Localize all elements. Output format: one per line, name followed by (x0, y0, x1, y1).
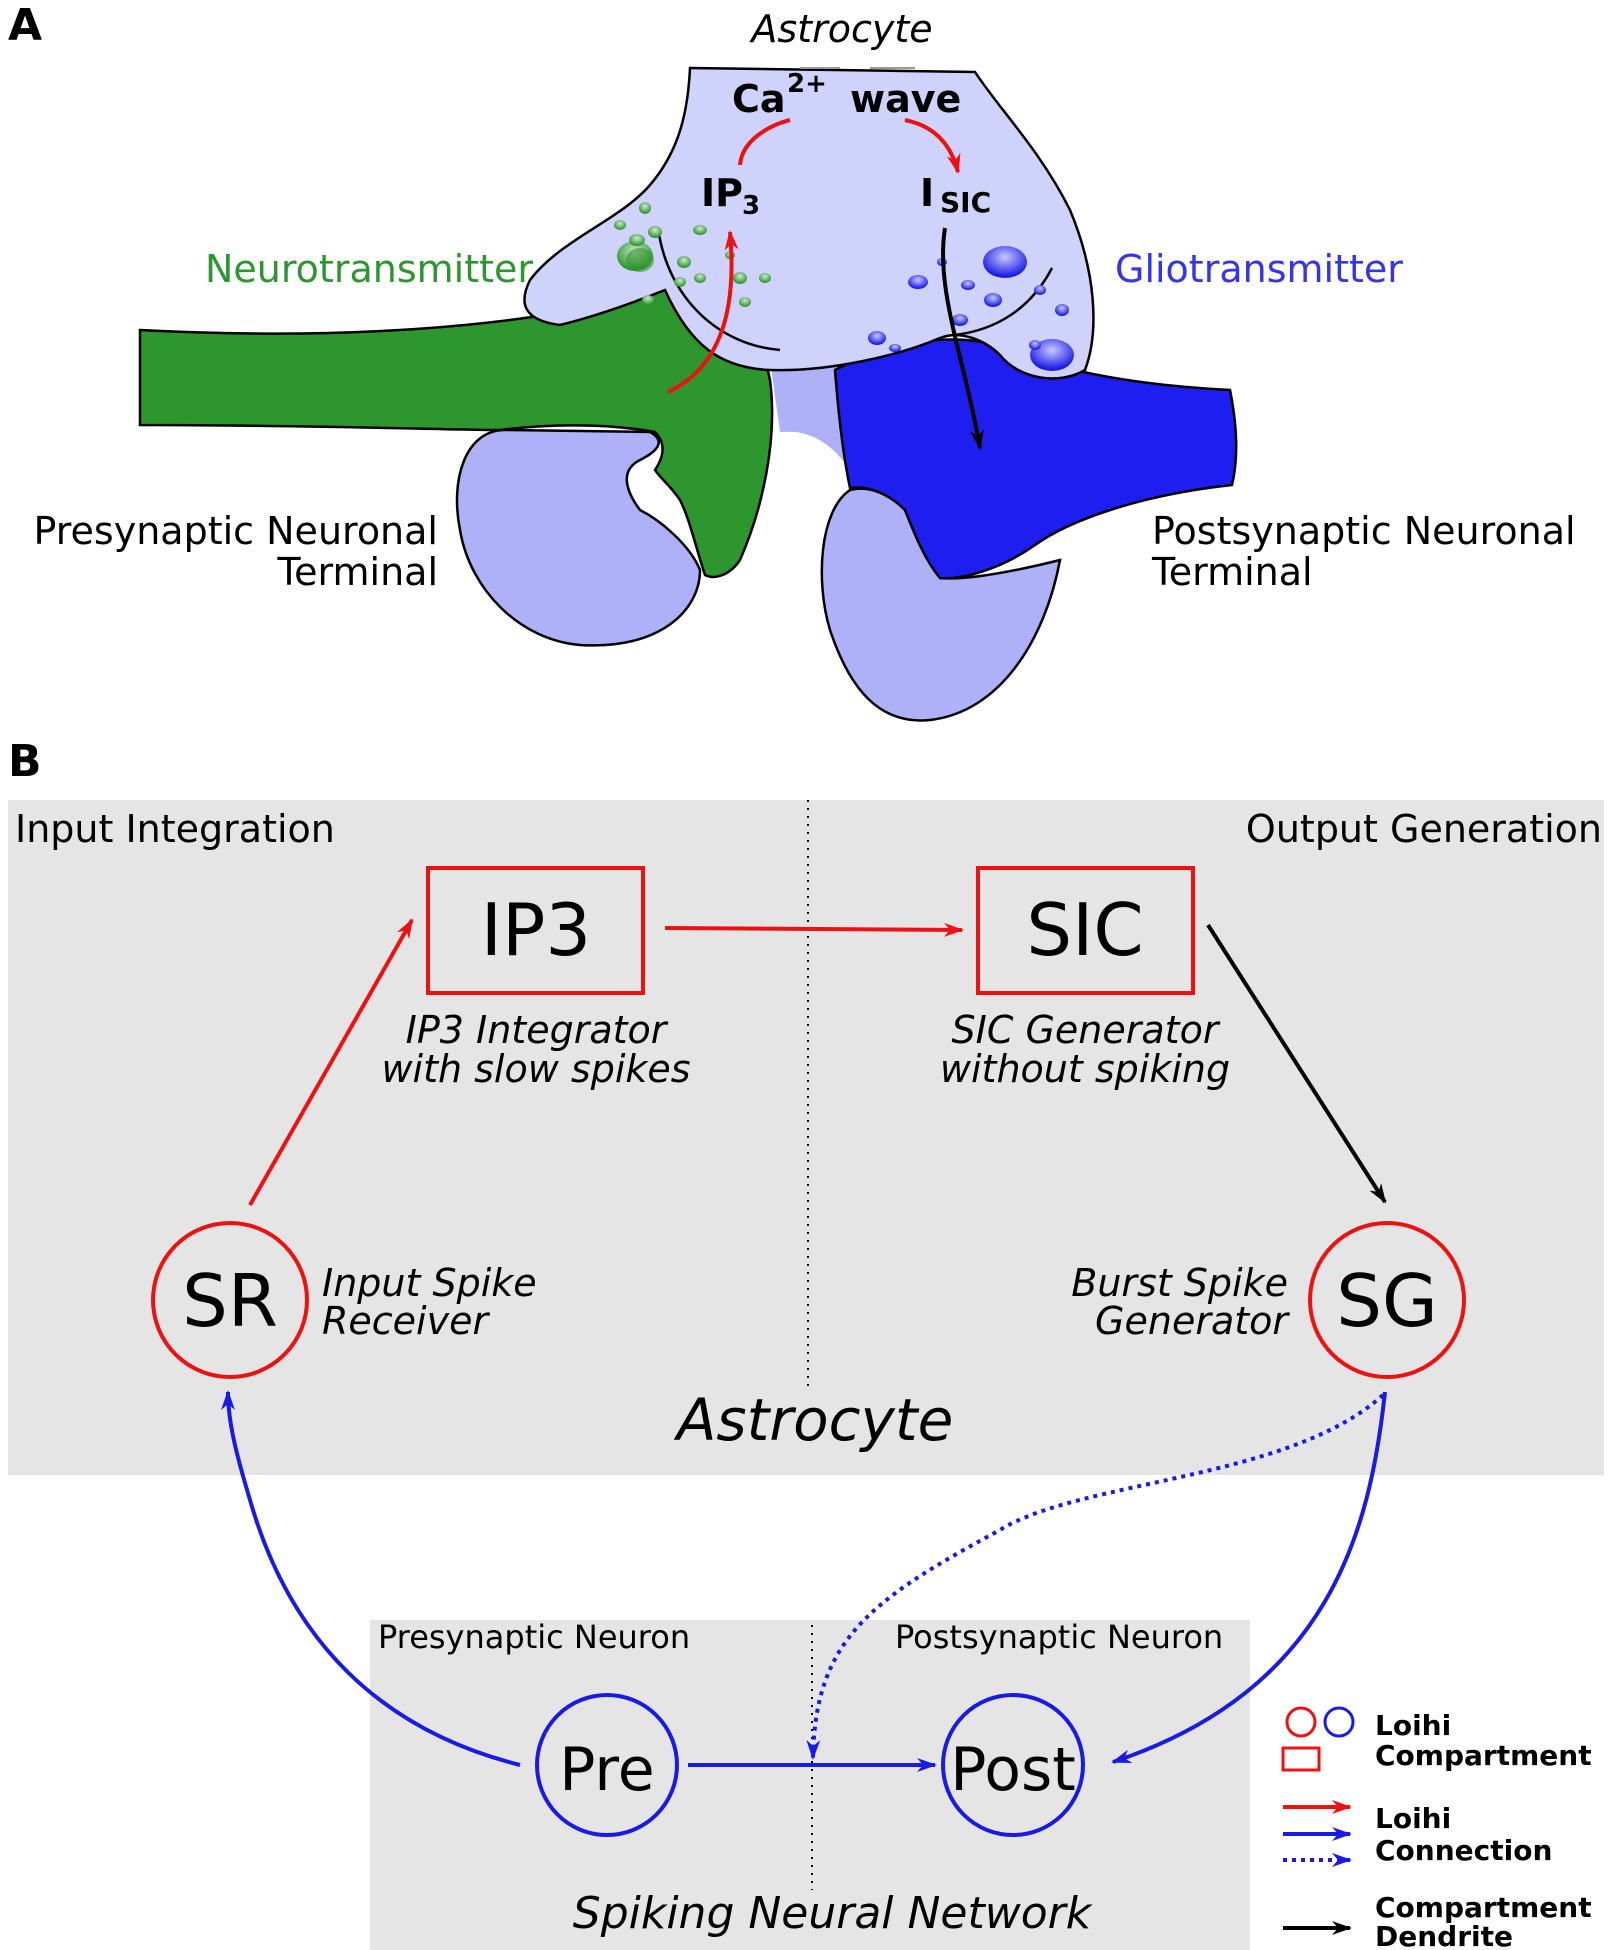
astrocyte-label: Astrocyte (748, 7, 932, 51)
sr-description-line2: Receiver (322, 1299, 490, 1343)
presynaptic-bulb (455, 428, 702, 647)
legend-connection-line1: Loihi (1375, 1802, 1451, 1835)
legend-red-circle-icon (1285, 1706, 1317, 1738)
sic-compartment (976, 866, 1195, 995)
vesicle (1030, 339, 1074, 371)
snn-panel-title: Spiking Neural Network (573, 1888, 1093, 1939)
vesicle (868, 331, 886, 345)
vesicle (629, 234, 645, 246)
input-integration-label: Input Integration (15, 807, 335, 851)
vesicle (674, 277, 686, 287)
vesicle (952, 314, 968, 326)
ca-label: Ca (732, 77, 786, 121)
postsynaptic-terminal-label-line2: Terminal (1151, 550, 1313, 594)
neurotransmitter-label: Neurotransmitter (205, 247, 533, 291)
ip3-compartment (426, 866, 645, 995)
vesicle (1029, 340, 1041, 350)
vesicle (908, 275, 928, 289)
sr-description-line1: Input Spike (322, 1261, 537, 1305)
legend-blue-circle-icon (1323, 1706, 1355, 1738)
ip3-label: IP (701, 171, 743, 215)
legend-dendrite-line2: Dendrite (1375, 1920, 1513, 1950)
presynaptic-terminal-label-line2: Terminal (276, 550, 438, 594)
neurotransmitter-vesicles (614, 202, 771, 307)
pre-neuron-label: Pre (559, 1735, 654, 1805)
panel-a-label: A (8, 0, 42, 51)
gliotransmitter-label: Gliotransmitter (1115, 247, 1403, 291)
astrocyte-body (523, 66, 1095, 380)
isic-label: I (920, 171, 934, 215)
sic-to-sg-arrow (1206, 923, 1387, 1204)
presynaptic-terminal-label-line1: Presynaptic Neuronal (34, 509, 438, 553)
vesicle (733, 272, 747, 284)
vesicle (984, 293, 1002, 307)
vesicle (677, 256, 691, 268)
wave-to-isic-arrow (904, 118, 961, 174)
postsynaptic-neuron-label: Postsynaptic Neuron (895, 1618, 1223, 1656)
panel-a: A (8, 0, 1576, 722)
postsynaptic-membrane (954, 267, 1054, 337)
ca-superscript: 2+ (787, 69, 827, 99)
sg-compartment-label: SG (1336, 1259, 1438, 1343)
panel-b: B Input Integration Output Generation IP… (8, 736, 1604, 1950)
legend-compartment-line1: Loihi (1375, 1709, 1451, 1742)
ip3-to-sic-arrow (664, 922, 964, 937)
astrocyte-panel-title: Astrocyte (673, 1386, 954, 1454)
sg-description-line2: Generator (1095, 1299, 1290, 1343)
sg-description-line1: Burst Spike (1071, 1261, 1288, 1305)
sic-description-line1: SIC Generator (952, 1008, 1221, 1052)
legend-connection-line2: Connection (1375, 1834, 1552, 1867)
wave-label: wave (850, 77, 961, 121)
ip3-description-line2: with slow spikes (381, 1047, 690, 1091)
vesicle (739, 297, 751, 307)
vesicle (639, 202, 651, 214)
vesicle (983, 246, 1027, 278)
sic-description-line2: without spiking (940, 1047, 1230, 1091)
postsynaptic-terminal-label-line1: Postsynaptic Neuronal (1152, 509, 1576, 553)
vesicle (961, 280, 975, 290)
sr-compartment (151, 1221, 309, 1379)
gliotransmitter-vesicles (868, 246, 1074, 371)
presynaptic-membrane (656, 227, 781, 352)
sr-to-ip3-arrow (248, 918, 414, 1206)
vesicle (614, 220, 626, 230)
ip3-compartment-label: IP3 (481, 888, 591, 972)
post-neuron-label: Post (950, 1735, 1076, 1805)
sr-compartment-label: SR (182, 1259, 278, 1343)
legend: Loihi Compartment Loihi Connection Compa… (1281, 1706, 1592, 1950)
neurotransmitter-to-ip3-arrow (667, 230, 739, 394)
presynaptic-neuron-label: Presynaptic Neuron (378, 1618, 690, 1656)
legend-dendrite-line1: Compartment (1375, 1891, 1592, 1924)
legend-red-square-icon (1281, 1746, 1321, 1772)
vesicle (694, 273, 706, 283)
vesicle (759, 273, 771, 283)
ip3-description-line1: IP3 Integrator (406, 1008, 669, 1052)
isic-subscript: SIC (940, 186, 991, 219)
synaptic-cleft (770, 360, 850, 470)
ca-to-ip3-arrow (738, 118, 791, 166)
vesicle (642, 295, 654, 305)
vesicle (1055, 304, 1069, 316)
panel-b-label: B (8, 736, 42, 787)
vesicle (889, 344, 901, 352)
vesicle (1034, 285, 1046, 295)
vesicle (648, 226, 662, 238)
vesicle (626, 248, 654, 272)
sg-compartment (1308, 1221, 1466, 1379)
sic-compartment-label: SIC (1026, 888, 1143, 972)
ip3-subscript: 3 (742, 191, 760, 221)
post-neuron (941, 1693, 1085, 1837)
snn-panel (370, 1620, 1250, 1950)
pre-neuron (535, 1693, 679, 1837)
isic-to-postsynaptic-arrow (941, 227, 984, 450)
legend-compartment-line2: Compartment (1375, 1739, 1592, 1772)
output-generation-label: Output Generation (1246, 807, 1602, 851)
vesicle (693, 225, 707, 235)
pre-to-sr-connection (221, 1390, 521, 1767)
sg-to-post-connection (1111, 1391, 1387, 1764)
